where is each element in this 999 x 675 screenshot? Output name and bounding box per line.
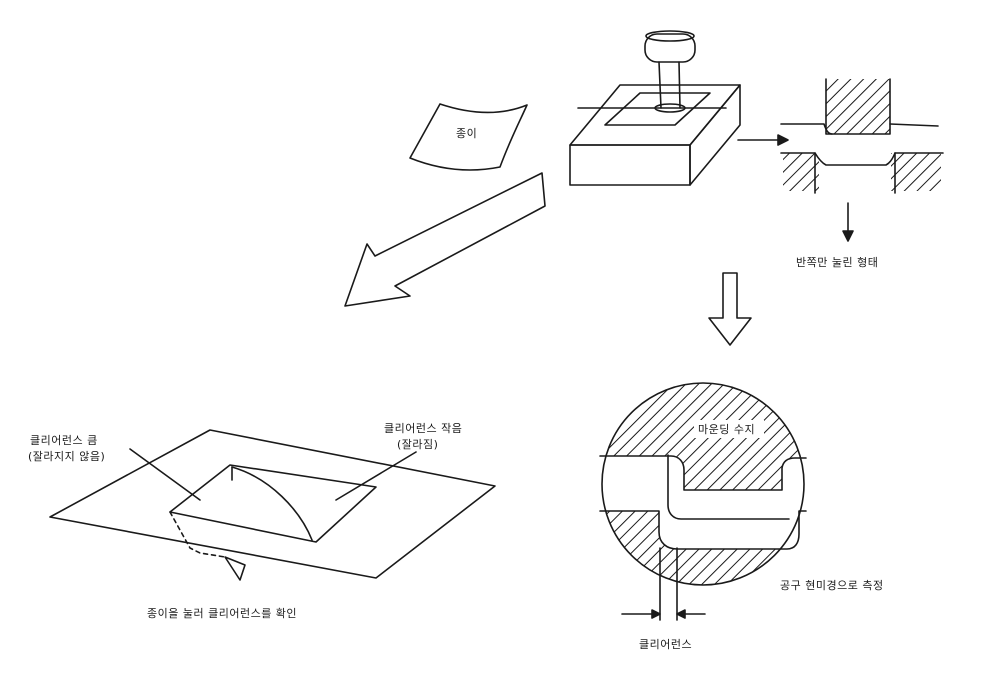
clearance-small-note: (잘라짐) [397,438,439,451]
microscope-measure-label: 공구 현미경으로 측정 [780,579,884,592]
check-caption: 종이을 눌러 클리어런스를 확인 [147,607,298,620]
clearance-large-label: 클리어런스 큼 [30,434,98,447]
punch-die-block [569,30,741,186]
paper-sheet-icon [409,103,528,171]
clearance-label: 클리어런스 [639,638,693,651]
arrow-right-icon [737,134,789,146]
clearance-large-note: (잘라지지 않음) [28,450,106,463]
big-diagonal-arrow-icon [344,172,546,307]
clearance-small-label: 클리어런스 작음 [384,422,463,435]
half-press-shape-label: 반쪽만 눌린 형태 [796,256,879,269]
paper-label: 종이 [456,127,478,140]
cross-section-detail [780,78,944,242]
big-down-arrow-icon [708,272,752,346]
mounting-resin-label: 마운딩 수지 [698,423,756,436]
pressed-paper-sheet [49,429,496,581]
